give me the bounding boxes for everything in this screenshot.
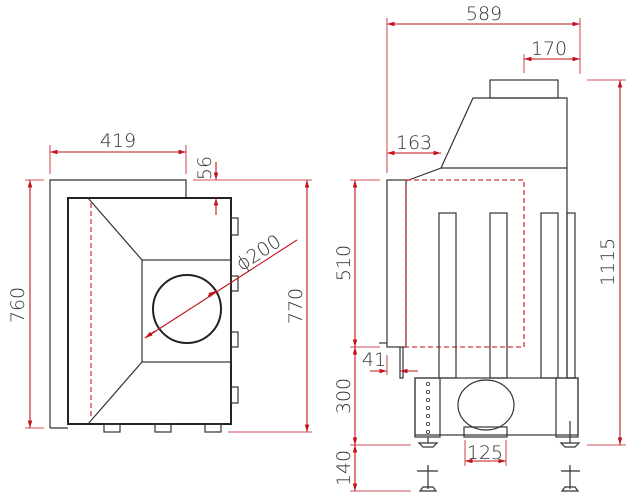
dim-419: 419 bbox=[100, 130, 136, 152]
dim-163: 163 bbox=[396, 132, 432, 154]
hood-outline bbox=[405, 97, 568, 378]
side-tabs bbox=[103, 217, 239, 433]
dim-56: 56 bbox=[194, 156, 216, 180]
dim-589: 589 bbox=[466, 3, 502, 25]
diameter-line bbox=[144, 239, 298, 339]
door-handle bbox=[399, 347, 404, 379]
dim-760: 760 bbox=[7, 287, 29, 323]
flue-collar bbox=[489, 79, 559, 99]
convection-channels bbox=[438, 212, 576, 379]
dim-770: 770 bbox=[285, 288, 307, 324]
back-plate-outline bbox=[49, 179, 187, 428]
dim-125: 125 bbox=[467, 442, 503, 464]
dim-41: 41 bbox=[362, 349, 386, 371]
adjustable-feet bbox=[417, 421, 581, 492]
adjustment-holes bbox=[425, 381, 430, 434]
flue-panel bbox=[141, 259, 232, 363]
door-panel bbox=[386, 179, 407, 348]
dim-140: 140 bbox=[333, 450, 355, 486]
dim-300: 300 bbox=[333, 378, 355, 414]
dim-170: 170 bbox=[531, 38, 567, 60]
dim-diameter-200: ϕ200 bbox=[232, 230, 285, 275]
flue-outlet-circle bbox=[152, 274, 222, 344]
air-inlet-pipe bbox=[463, 426, 508, 438]
body-outline bbox=[67, 197, 232, 425]
dim-510: 510 bbox=[333, 245, 355, 281]
top-view: 419 56 760 770 ϕ200 bbox=[7, 130, 312, 433]
air-inlet-oval bbox=[457, 379, 515, 431]
side-view: 589 170 163 1115 510 300 140 41 125 bbox=[333, 3, 626, 492]
dim-1115: 1115 bbox=[597, 238, 619, 286]
firebox-dashed-rect bbox=[405, 179, 525, 348]
